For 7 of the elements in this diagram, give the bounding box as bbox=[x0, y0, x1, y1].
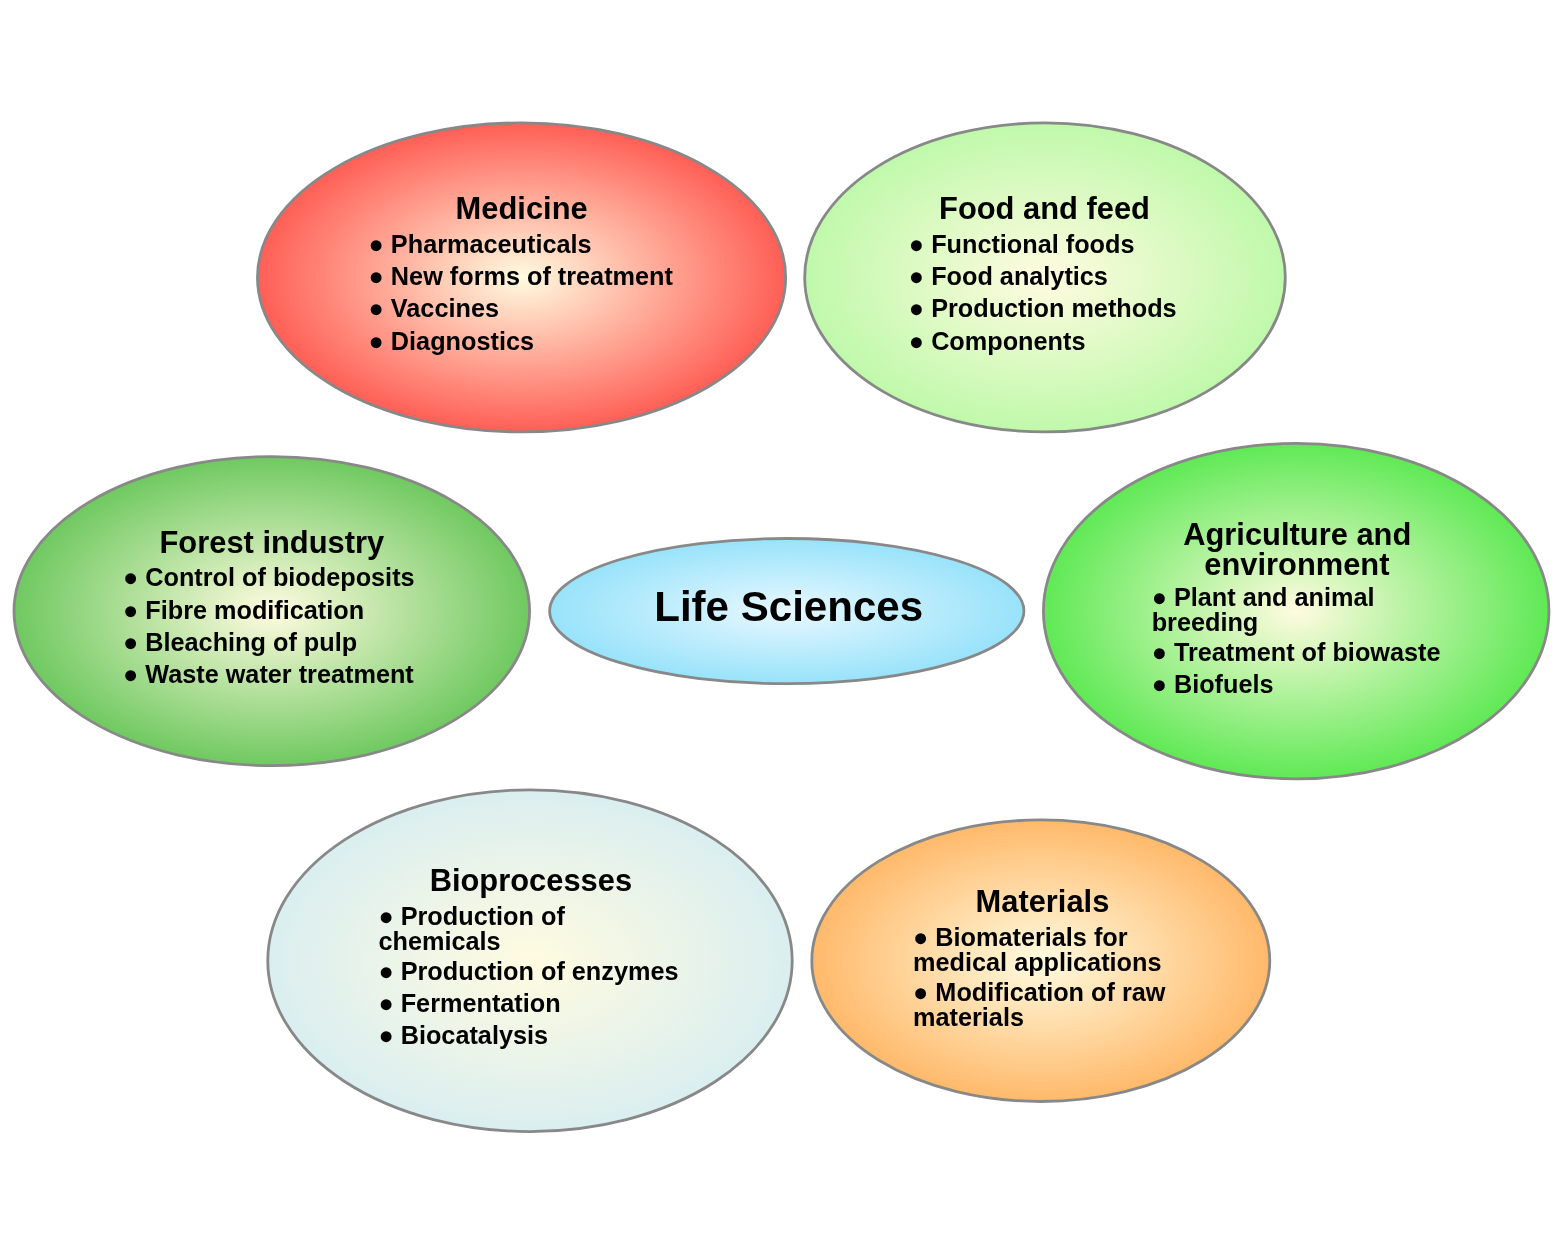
node-ellipse: Agriculture and environment ● Plant and animal breeding ● Treatment of biowaste ● Biofuels bbox=[1042, 441, 1551, 780]
node-ellipse: Forest industry ● Control of biodeposits ● Fibre modification ● Bleaching of pulp ● Waste water treatment bbox=[12, 454, 531, 767]
node-ellipse: Food and feed ● Functional foods ● Food analytics ● Production methods ● Components bbox=[803, 120, 1287, 433]
node-ellipse: Medicine ● Pharmaceuticals ● New forms of treatment ● Vaccines ● Diagnostics bbox=[256, 120, 788, 433]
node-ellipse: Life Sciences bbox=[548, 536, 1026, 685]
node-ellipse: Materials ● Biomaterials for medical applications ● Modification of raw materials bbox=[810, 818, 1272, 1103]
node-ellipse: Bioprocesses ● Production of chemicals ● Production of enzymes ● Fermentation ● Biocatalysis bbox=[266, 787, 794, 1133]
